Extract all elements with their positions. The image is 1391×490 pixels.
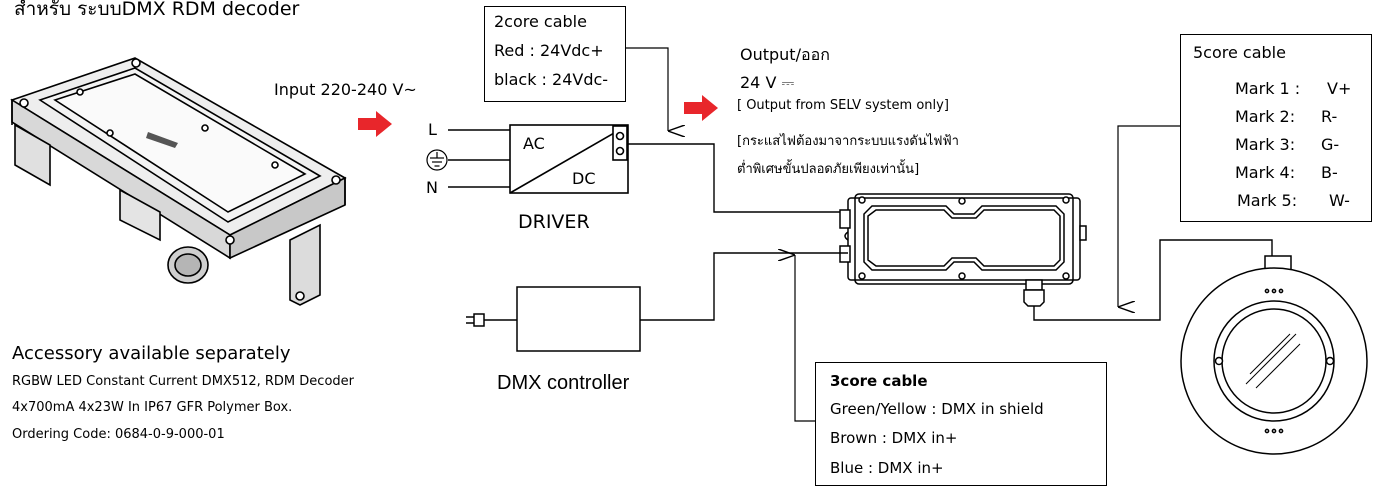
driver-name-label: DRIVER <box>518 211 590 233</box>
mark-1-name: Mark 1 : <box>1235 79 1301 98</box>
mark-2-name: Mark 2: <box>1235 107 1296 126</box>
mains-n-label: N <box>426 178 438 197</box>
input-arrow-icon <box>358 111 392 137</box>
accessory-line-1: RGBW LED Constant Current DMX512, RDM De… <box>12 374 354 389</box>
output-voltage: 24 V ⎓ <box>740 73 795 92</box>
mark-5-name: Mark 5: <box>1237 191 1298 210</box>
driver-block <box>509 124 629 194</box>
output-title: Output/ออก <box>740 45 830 64</box>
driver-ac-label: AC <box>523 134 545 153</box>
driver-dc-label: DC <box>572 169 596 188</box>
dc-output-wire <box>628 143 850 213</box>
mark-3-value: G- <box>1321 135 1340 154</box>
cable-2core-black: black : 24Vdc- <box>494 70 609 89</box>
cable-2core-title: 2core cable <box>494 12 587 31</box>
mark-5-value: W- <box>1329 191 1350 210</box>
decoder-product-image <box>10 57 347 306</box>
output-thai-note-2: ต่ำพิเศษขั้นปลอดภัยเพียงเท่านั้น] <box>737 162 920 177</box>
cable-2core-box: 2core cable Red : 24Vdc+ black : 24Vdc- <box>484 6 626 102</box>
ground-icon <box>426 149 448 171</box>
luminaire-wire <box>1033 239 1273 321</box>
mains-l-label: L <box>428 120 437 139</box>
dmx-controller-label: DMX controller <box>497 372 630 394</box>
cable-5core-title: 5core cable <box>1193 43 1286 62</box>
cable-5core-box: 5core cable Mark 1 : V+ Mark 2: R- Mark … <box>1180 34 1372 222</box>
mark-2-value: R- <box>1321 107 1338 126</box>
cable-3core-title: 3core cable <box>830 372 928 390</box>
dmx-controller-block <box>466 286 641 352</box>
mark-3-name: Mark 3: <box>1235 135 1296 154</box>
cable-3core-line-3: Blue : DMX in+ <box>830 459 944 477</box>
mark-4-name: Mark 4: <box>1235 163 1296 182</box>
accessory-title: Accessory available separately <box>12 343 291 364</box>
page-title: สำหรับ ระบบDMX RDM decoder <box>14 0 300 20</box>
mark-1-value: V+ <box>1327 79 1352 98</box>
mark-4-value: B- <box>1321 163 1338 182</box>
output-thai-note-1: [กระแสไฟต้องมาจากระบบแรงดันไฟฟ้า <box>737 134 959 149</box>
dmx-wire <box>640 252 848 321</box>
mains-wires <box>448 129 510 188</box>
decoder-box <box>839 193 1087 307</box>
accessory-line-2: 4x700mA 4x23W In IP67 GFR Polymer Box. <box>12 400 293 415</box>
input-voltage-label: Input 220-240 V~ <box>274 80 417 99</box>
cable-3core-line-1: Green/Yellow : DMX in shield <box>830 400 1044 418</box>
output-selv-note: [ Output from SELV system only] <box>737 98 949 113</box>
cable-2core-red: Red : 24Vdc+ <box>494 41 604 60</box>
cable-3core-line-2: Brown : DMX in+ <box>830 429 958 447</box>
cable-3core-box: 3core cable Green/Yellow : DMX in shield… <box>815 362 1107 486</box>
output-arrow-icon <box>684 95 718 121</box>
ordering-code: Ordering Code: 0684-0-9-000-01 <box>12 427 225 442</box>
luminaire-icon <box>1180 255 1368 455</box>
